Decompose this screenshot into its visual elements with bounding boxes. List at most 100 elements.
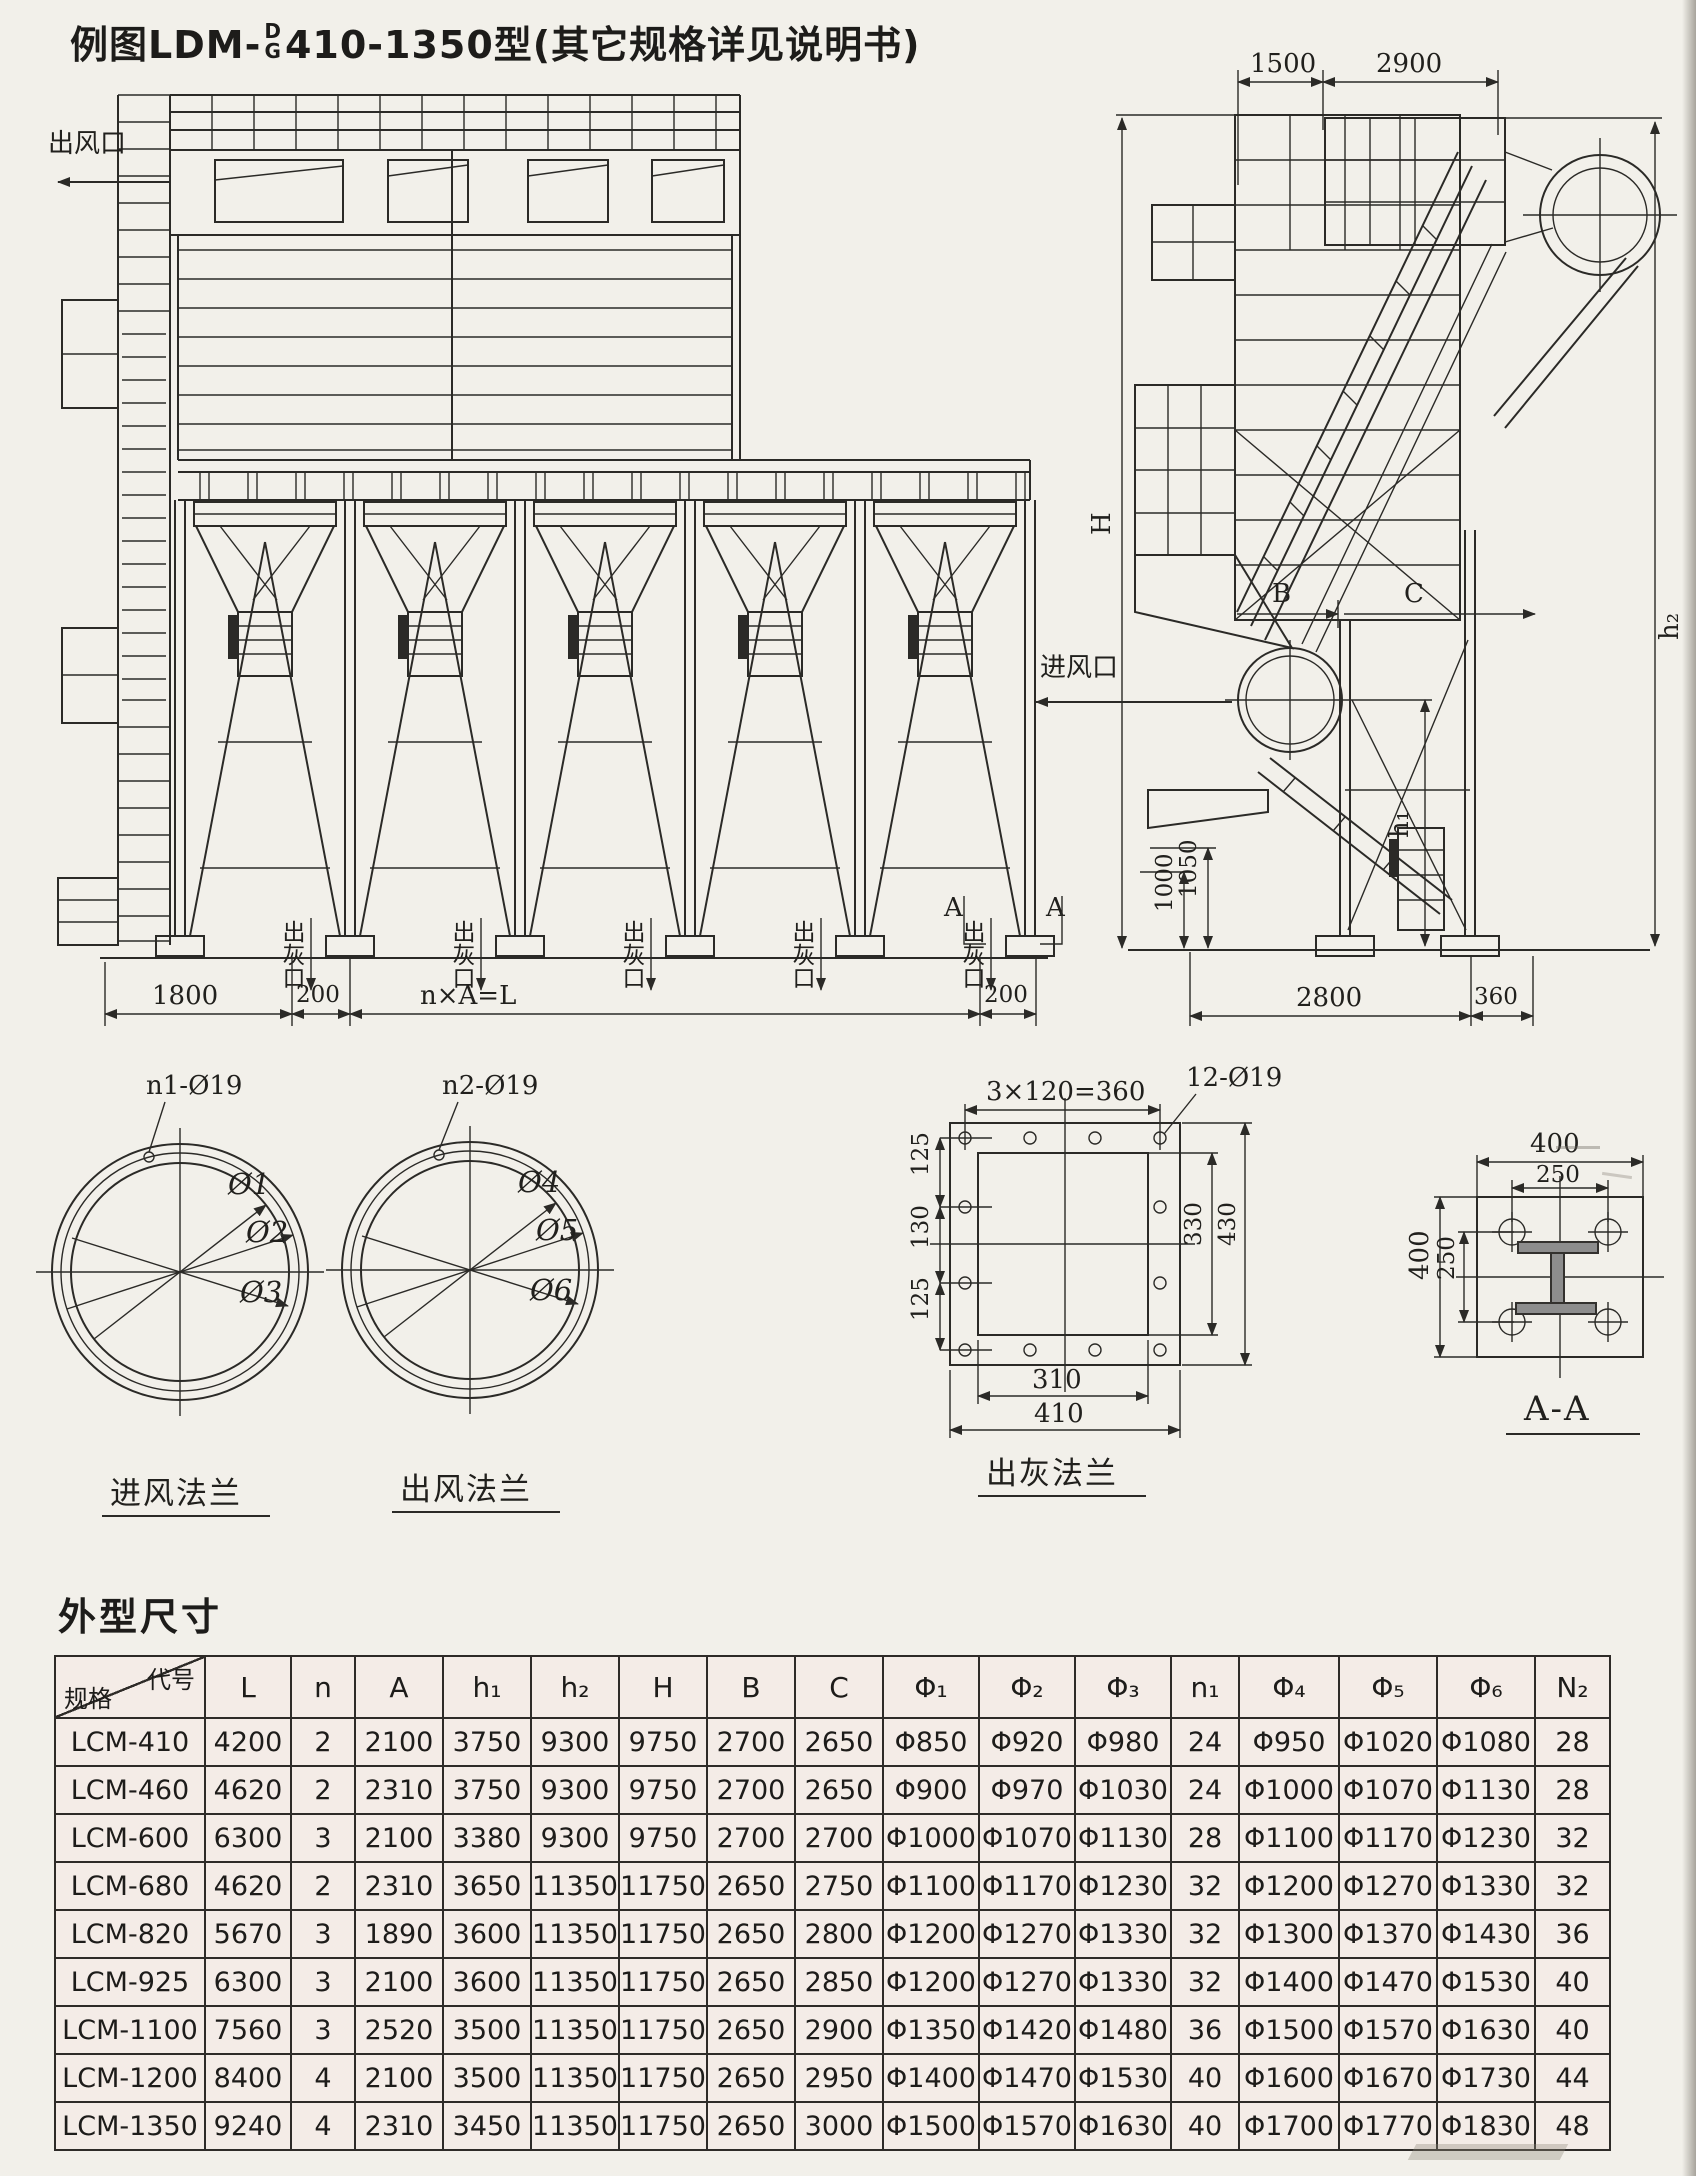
a-frame-brace [189, 541, 341, 937]
table-cell: Φ1100 [1238, 1813, 1340, 1863]
table-cell: 2650 [706, 1909, 796, 1959]
table-cell: 2310 [354, 1765, 444, 1815]
ladder-rungs-low [118, 726, 170, 942]
col-header-phi3: Φ₃ [1074, 1655, 1172, 1719]
callout-leader [438, 1101, 459, 1151]
table-cell: 2950 [794, 2053, 884, 2103]
scan-edge-shadow [1682, 0, 1696, 2176]
table-cell: 28 [1170, 1813, 1240, 1863]
table-cell: 2650 [706, 2005, 796, 2055]
hopper-cone [534, 525, 676, 613]
ladder-top-grid [118, 94, 170, 312]
ash-flange-detail: 3×120=360 12-Ø19 125 130 125 330 430 310… [908, 1063, 1282, 1497]
table-cell: Φ1350 [882, 2005, 980, 2055]
corner-top-label: 代号 [147, 1666, 195, 1694]
dia-label-1: Ø1 [227, 1167, 270, 1201]
callout-leader [148, 1101, 166, 1153]
table-cell: Φ1080 [1436, 1717, 1536, 1767]
model-cell: LCM-600 [54, 1813, 206, 1863]
dim-360: 360 [1474, 984, 1518, 1010]
dim-1000: 1000 [1152, 853, 1178, 912]
base-plate [495, 935, 545, 957]
table-cell: 9300 [530, 1717, 620, 1767]
table-cell: Φ1430 [1436, 1909, 1536, 1959]
table-cell: 40 [1170, 2053, 1240, 2103]
table-cell: 4200 [204, 1717, 292, 1767]
dim-250-top: 250 [1536, 1162, 1580, 1188]
table-cell: 9750 [618, 1717, 708, 1767]
outlet-duct-centerlines [1523, 138, 1677, 292]
col-header-phi5: Φ₅ [1338, 1655, 1438, 1719]
section-aa-detail: 400 250 400 250 A-A [1405, 1129, 1664, 1435]
title-prefix: 例图LDM- [70, 23, 262, 67]
table-cell: 11350 [530, 2005, 620, 2055]
table-cell: Φ1470 [978, 2053, 1076, 2103]
bottom-witness [949, 1340, 1181, 1438]
bolt-callout: 12-Ø19 [1186, 1063, 1282, 1093]
col-header-H: H [618, 1655, 708, 1719]
model-cell: LCM-820 [54, 1909, 206, 1959]
inlet-duct [1225, 640, 1432, 760]
table-cell: 3600 [442, 1957, 532, 2007]
front-top-walkway [169, 94, 741, 151]
table-cell: Φ1370 [1338, 1909, 1438, 1959]
front-plenum-band [178, 459, 1031, 501]
dim-310: 310 [1032, 1365, 1082, 1395]
technical-drawing: 出风口 进风口 出灰口 出灰口 出灰口 出灰口 出灰口 A A [36, 49, 1685, 1517]
table-cell: Φ1030 [1074, 1765, 1172, 1815]
table-cell: Φ850 [882, 1717, 980, 1767]
table-cell: 6300 [204, 1957, 292, 2007]
walkway-rails [170, 94, 740, 151]
ash-outlet-label: 出灰口 [448, 920, 476, 989]
access-door [387, 159, 469, 223]
stack-lines [1398, 849, 1444, 901]
table-cell: Φ1330 [1436, 1861, 1536, 1911]
table-cell: Φ1070 [1338, 1765, 1438, 1815]
ladder-rungs-mid [122, 333, 166, 701]
outlet-flange-detail: n2-Ø19 Ø4 Ø5 Ø6 出风法兰 [326, 1071, 614, 1513]
table-cell: Φ1130 [1074, 1813, 1172, 1863]
ash-outlet-label: 出灰口 [788, 920, 816, 989]
table-cell: Φ1500 [1238, 2005, 1340, 2055]
hopper-bay-5 [869, 501, 1021, 937]
table-cell: 11350 [530, 1861, 620, 1911]
table-cell: Φ1170 [978, 1861, 1076, 1911]
hopper-bay-4 [699, 501, 851, 937]
table-cell: 24 [1170, 1765, 1240, 1815]
table-cell: 4620 [204, 1861, 292, 1911]
outlet-flange-label: 出风法兰 [400, 1472, 532, 1508]
a-frame-brace [359, 541, 511, 937]
dimension-table-section: 外型尺寸 代号 规格 L n A h₁ h₂ [54, 1586, 1654, 2151]
hopper-inner [559, 525, 651, 601]
dim-h1: h₁ [1385, 811, 1415, 838]
col-header-n1: n₁ [1170, 1655, 1240, 1719]
table-cell: 2650 [706, 2053, 796, 2103]
hopper-bay-1 [189, 501, 341, 937]
inlet-flange-label: 进风法兰 [110, 1476, 242, 1512]
chute-platform [1147, 789, 1269, 830]
walkway-posts [169, 95, 741, 150]
base-plate [155, 935, 205, 957]
table-cell: 9750 [618, 1813, 708, 1863]
table-cell: 9300 [530, 1765, 620, 1815]
a-frame-brace [699, 541, 851, 937]
table-cell: Φ1300 [1238, 1909, 1340, 1959]
dim-c: C [1404, 579, 1424, 609]
table-cell: 2700 [794, 1813, 884, 1863]
door-diagonals [214, 164, 725, 181]
col-header-B: B [706, 1655, 796, 1719]
table-cell: 11750 [618, 1909, 708, 1959]
hopper-inner [389, 525, 481, 601]
col-header-n: n [290, 1655, 356, 1719]
table-cell: 2100 [354, 1717, 444, 1767]
table-cell: Φ1700 [1238, 2101, 1340, 2151]
dim-3x120: 3×120=360 [986, 1077, 1145, 1107]
dim-200-left: 200 [296, 982, 340, 1008]
corner-bottom-label: 规格 [64, 1685, 112, 1713]
dim-2900: 2900 [1376, 49, 1442, 79]
page-title: 例图LDM- D G 410-1350型(其它规格详见说明书) [70, 14, 921, 69]
col-header-phi4: Φ₄ [1238, 1655, 1340, 1719]
base-plate [1315, 935, 1375, 957]
col-header-phi2: Φ₂ [978, 1655, 1076, 1719]
